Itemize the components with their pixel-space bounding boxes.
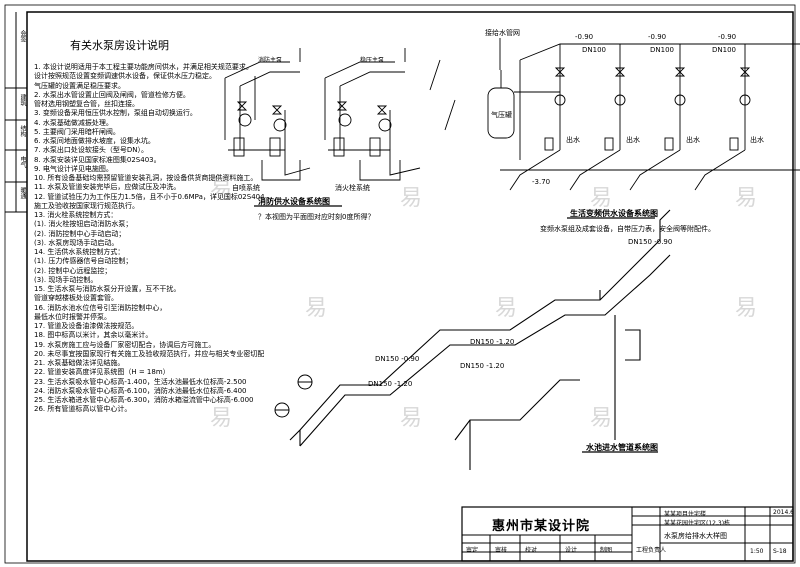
side-strip-label: 暖通: [19, 187, 26, 199]
sump-dn-c: DN150 -1.20: [460, 362, 505, 370]
domestic-dn-1: DN100: [582, 46, 606, 54]
note-line: 13. 消火栓系统控制方式：: [34, 211, 118, 219]
note-line: 管道穿越楼板处设置套管。: [34, 294, 118, 303]
note-line: 15. 生活水泵与消防水泵分开设置，互不干扰。: [34, 285, 181, 293]
watermark: 易: [590, 186, 613, 211]
note-line: 24. 消防水泵吸水管中心标高-6.100，消防水池最低水位标高-6.400: [34, 386, 247, 395]
domestic-elev-2: -0.90: [648, 33, 667, 41]
domestic-out-1: 出水: [566, 136, 580, 144]
sheet-number: S-18: [773, 548, 787, 555]
watermark: 易: [305, 296, 328, 321]
note-line: 12. 管道试验压力为工作压力1.5倍，且不小于0.6MPa，详见国标02S40…: [34, 192, 264, 201]
domestic-elev-1: -0.90: [575, 33, 594, 41]
watermark: 易: [210, 176, 233, 201]
domestic-pump-dn: -3.70: [532, 178, 551, 186]
watermark: 易: [495, 296, 518, 321]
domestic-out-4: 出水: [750, 136, 764, 144]
note-line: 23. 生活水泵吸水管中心标高-1.400，生活水池最低水位标高-2.500: [34, 377, 247, 386]
domestic-label-top: 接给水管网: [485, 29, 520, 37]
note-line: 管材选用钢塑复合管，丝扣连接。: [34, 100, 139, 108]
note-line: 6. 水泵间地面做排水坡度，设集水坑。: [34, 137, 155, 145]
note-line: 5. 主要阀门采用暗杆闸阀。: [34, 127, 120, 136]
sump-diagram-title: 水池进水管道系统图: [586, 443, 658, 452]
note-line: 9. 电气设计详见电施图。: [34, 164, 113, 173]
domestic-diagram-title: 生活变频供水设备系统图: [570, 209, 658, 218]
note-line: 17. 管道及设备油漆做法按规范。: [34, 322, 139, 330]
note-line: (1). 消火栓按钮启动消防水泵；: [34, 220, 133, 229]
note-line: 19. 水泵房施工应与设备厂家密切配合，协调后方可施工。: [34, 340, 216, 349]
note-line: 10. 所有设备基础均需预留管道安装孔洞，按设备供货商提供资料施工。: [34, 174, 258, 182]
watermark: 易: [400, 406, 423, 431]
fire-diagram-subtitle: ？本视图为平面图对应时刻0度所得？: [258, 213, 375, 221]
note-line: 设计按照规范设置变频调速供水设备，保证供水压力稳定。: [34, 72, 216, 81]
note-line: 1. 本设计说明适用于本工程主要功能房间供水，并满足相关规范要求。: [34, 63, 253, 71]
side-strip-label: 电气: [19, 156, 26, 168]
note-line: (2). 消防控制中心手动启动；: [34, 229, 126, 238]
domestic-dn-3: DN100: [712, 46, 736, 54]
sump-top-label: DN150 -0.90: [628, 238, 673, 246]
watermark: 易: [400, 186, 423, 211]
note-line: 施工及验收按国家现行规范执行。: [34, 201, 139, 210]
note-line: 11. 水泵及管道安装完毕后，应做试压及冲洗。: [34, 183, 181, 192]
notes-title: 有关水泵房设计说明: [70, 39, 169, 52]
note-line: 8. 水泵安装详见国家标准图集02S403。: [34, 155, 161, 164]
watermark: 易: [210, 406, 233, 431]
domestic-diagram-subtitle: 变频水泵组及成套设备，自带压力表，安全阀等附配件。: [540, 225, 715, 233]
note-line: 最低水位时报警并停泵。: [34, 312, 111, 321]
note-line: 4. 水泵基础做减振处理。: [34, 118, 113, 127]
note-line: (1). 压力传感器信号自动控制；: [34, 257, 133, 266]
sump-dn-d: DN150 -1.20: [368, 380, 413, 388]
fire-box2-label: 稳压主泵: [360, 57, 385, 64]
note-line: 22. 管道安装高度详见系统图（H = 18m）: [34, 368, 170, 377]
fire-diagram-title: 消防供水设备系统图: [258, 197, 330, 206]
note-line: (2). 控制中心远程监控；: [34, 266, 112, 275]
design-notes-list: 1. 本设计说明适用于本工程主要功能房间供水，并满足相关规范要求。 设计按照规范…: [34, 63, 264, 415]
note-line: 14. 生活供水系统控制方式：: [34, 248, 125, 256]
fire-label-right: 消火栓系统: [335, 184, 370, 192]
tb-cell-approve: 审定: [466, 547, 479, 554]
note-line: 20. 未尽事宜按国家现行有关施工及验收规范执行，并应与相关专业密切配合。: [34, 349, 264, 358]
note-line: 18. 图中标高以米计，其余以毫米计。: [34, 331, 153, 340]
tb-cell-lead: 工程负责人: [636, 547, 667, 554]
drawing-name: 水泵房给排水大样图: [664, 532, 727, 540]
domestic-out-2: 出水: [626, 136, 640, 144]
sump-dn-b: DN150 -1.20: [470, 338, 515, 346]
tb-cell-draw: 制图: [600, 547, 613, 554]
side-strip-label: 结构: [19, 125, 26, 137]
note-line: 26. 所有管道标高以管中心计。: [34, 405, 132, 414]
note-line: 3. 变频设备采用恒压供水控制，泵组自动切换运行。: [34, 109, 197, 118]
side-strip-label: 会签: [19, 30, 26, 42]
note-line: 25. 生活水箱进水管中心标高-6.300，消防水箱溢流管中心标高-6.000: [34, 396, 254, 404]
domestic-dn-2: DN100: [650, 46, 674, 54]
drawing-scale: 1:50: [750, 548, 764, 555]
pressure-tank-label: 气压罐: [491, 111, 512, 119]
company-name: 惠州市某设计院: [492, 519, 591, 534]
drawing-date: 2014.6: [773, 509, 794, 516]
watermark: 易: [590, 406, 613, 431]
tb-cell-design: 设计: [565, 547, 578, 554]
fire-label-left: 自喷系统: [232, 184, 260, 192]
domestic-out-3: 出水: [686, 136, 700, 144]
tb-cell-review: 审核: [495, 547, 508, 554]
side-strip-label: 建筑: [19, 94, 26, 106]
sump-dn-a: DN150 -0.90: [375, 355, 420, 363]
note-line: (3). 现场手动控制。: [34, 275, 98, 284]
note-line: 7. 水泵出口处设软接头（型号DN）。: [34, 146, 149, 155]
note-line: 2. 水泵出水管设置止回阀及闸阀，管道检修方便。: [34, 90, 190, 99]
watermark: 易: [735, 296, 758, 321]
note-line: 21. 水泵基础做法详见结施。: [34, 359, 125, 367]
project-row2: 某某花园住宅区(12,3)栋: [664, 520, 731, 527]
fire-box1-label: 消防主泵: [258, 57, 283, 64]
watermark: 易: [735, 186, 758, 211]
note-line: (3). 水泵房现场手动启动。: [34, 238, 119, 247]
note-line: 16. 消防水池水位信号引至消防控制中心，: [34, 303, 167, 312]
project-row1: 某某项目住宅楼: [664, 511, 707, 518]
tb-cell-check: 校对: [525, 547, 538, 554]
note-line: 气压罐的设置满足稳压要求。: [34, 81, 125, 90]
domestic-elev-3: -0.90: [718, 33, 737, 41]
